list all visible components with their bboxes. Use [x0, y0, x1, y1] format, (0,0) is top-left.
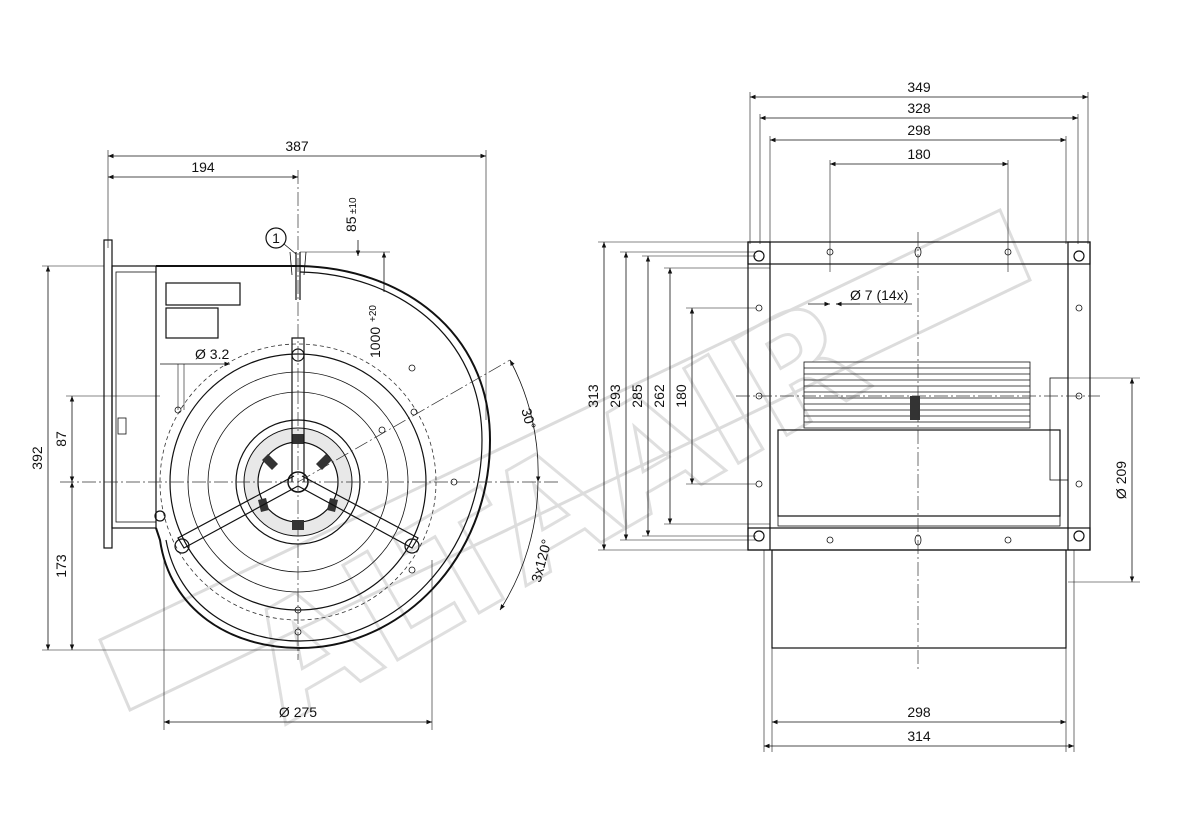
dim-hole-label: Ø 3.2	[195, 346, 229, 362]
dim-293-label: 293	[607, 384, 623, 408]
cable-wires	[289, 251, 307, 276]
hole-note-label: Ø 7 (14x)	[850, 287, 908, 303]
housing-inner-plate	[115, 271, 157, 523]
dim-275-label: Ø 275	[279, 704, 317, 720]
dim-285-label: 285	[629, 384, 645, 408]
dim-349-label: 349	[907, 79, 931, 95]
inlet-ring-right	[1049, 377, 1069, 481]
housing-body	[771, 549, 1067, 649]
rating-label	[165, 282, 241, 306]
cable	[295, 252, 301, 300]
side-view: 349 328 298 180 Ø 7 (14x) 313 293 285	[585, 79, 1140, 752]
dim-298-bottom-label: 298	[907, 704, 931, 720]
dim-209-label: Ø 209	[1113, 461, 1129, 499]
angle-line-30	[297, 359, 511, 483]
callout-number: 1	[272, 230, 280, 246]
dim-387-label: 387	[285, 138, 309, 154]
dim-313-label: 313	[585, 384, 601, 408]
dim-314-label: 314	[907, 728, 931, 744]
dim-173-label: 173	[53, 554, 69, 578]
dim-262-label: 262	[651, 384, 667, 408]
dim-298-top-label: 298	[907, 122, 931, 138]
dim-328-label: 328	[907, 100, 931, 116]
watermark-frame	[98, 207, 1032, 713]
info-label	[165, 307, 219, 339]
top-flange-plate	[747, 241, 1091, 265]
bottom-flange-plate	[747, 527, 1091, 551]
dim-1000-tol: +20	[368, 305, 379, 322]
volute-housing	[155, 265, 492, 650]
callout-circle	[265, 227, 287, 249]
angle-30-label: 30°	[518, 406, 539, 431]
motor-fins-side	[803, 361, 1031, 429]
dim-87-label: 87	[53, 431, 69, 447]
arc-120	[499, 481, 539, 611]
dim-392-label: 392	[29, 446, 45, 470]
dim-194-label: 194	[191, 159, 215, 175]
housing-holes	[154, 364, 458, 636]
volute-inner	[165, 271, 483, 642]
arc-30	[509, 359, 541, 483]
side-connector	[117, 417, 127, 435]
housing-side-plate	[111, 265, 157, 529]
mounting-flange	[103, 239, 113, 549]
dim-180-side-label: 180	[673, 384, 689, 408]
corner-bolts	[753, 250, 1085, 542]
dim-85-label: 85	[343, 216, 359, 232]
dim-1000-label: 1000	[367, 327, 383, 358]
dim-85-tol: ±10	[348, 197, 359, 214]
front-view: 387 194 85 ±10 1000 +20 1 Ø 3.2 392 87 1…	[29, 138, 560, 730]
impeller-rim	[777, 515, 1061, 527]
dim-180-top-label: 180	[907, 146, 931, 162]
